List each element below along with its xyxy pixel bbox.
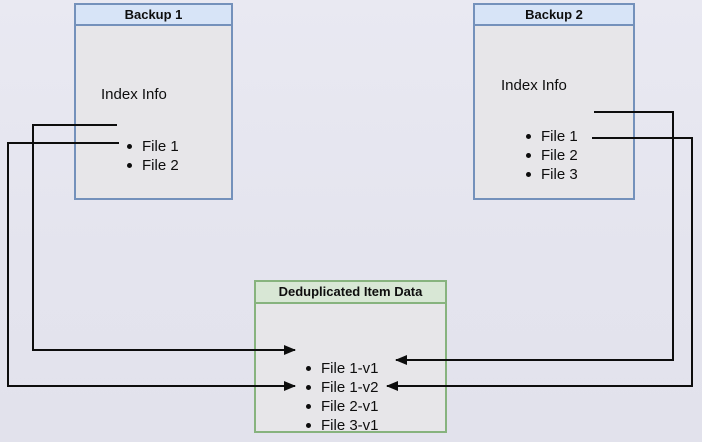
backup2-title: Backup 2: [475, 5, 633, 26]
bullet-icon: [306, 404, 311, 409]
file-label: File 3: [541, 166, 578, 183]
backup2-subtitle: Index Info: [501, 77, 567, 94]
backup2-file-1: File 1: [475, 127, 578, 146]
bullet-icon: [306, 385, 311, 390]
backup1-file-2: File 2: [76, 156, 179, 175]
file-label: File 1: [142, 138, 179, 155]
file-label: File 3-v1: [321, 417, 379, 434]
bullet-icon: [127, 144, 132, 149]
file-label: File 1-v2: [321, 379, 379, 396]
bullet-icon: [127, 163, 132, 168]
backup1-file-1: File 1: [76, 137, 179, 156]
dedup-file-3-v1: File 3-v1: [256, 416, 379, 435]
deduplicated-item-data-box: Deduplicated Item Data File 1-v1 File 1-…: [254, 280, 447, 435]
backup2-file-2: File 2: [475, 146, 578, 165]
bullet-icon: [306, 423, 311, 428]
backup1-subtitle: Index Info: [101, 86, 167, 103]
bullet-icon: [526, 134, 531, 139]
file-label: File 1-v1: [321, 360, 379, 377]
backup2-box: Backup 2 Index Info File 1 File 2 File 3: [473, 3, 635, 200]
backup1-box: Backup 1 Index Info File 1 File 2: [74, 3, 233, 200]
bullet-icon: [306, 366, 311, 371]
backup1-title: Backup 1: [76, 5, 231, 26]
backup2-file-list: File 1 File 2 File 3: [475, 127, 578, 184]
bullet-icon: [526, 153, 531, 158]
dedup-file-1-v2: File 1-v2: [256, 378, 379, 397]
dedup-file-1-v1: File 1-v1: [256, 359, 379, 378]
dedup-file-2-v1: File 2-v1: [256, 397, 379, 416]
file-label: File 2: [142, 157, 179, 174]
dedup-file-list: File 1-v1 File 1-v2 File 2-v1 File 3-v1: [256, 359, 379, 435]
bullet-icon: [526, 172, 531, 177]
file-label: File 2-v1: [321, 398, 379, 415]
file-label: File 1: [541, 128, 578, 145]
file-label: File 2: [541, 147, 578, 164]
backup1-file-list: File 1 File 2: [76, 137, 179, 175]
dedup-title: Deduplicated Item Data: [256, 282, 445, 304]
backup2-file-3: File 3: [475, 165, 578, 184]
